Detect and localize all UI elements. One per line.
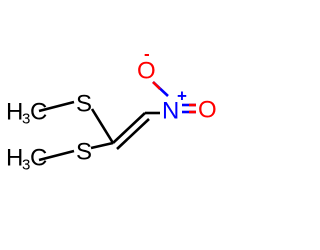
nitrogen-positive-charge: + [177, 87, 187, 106]
atom-h-top: H [6, 99, 23, 126]
bond-s-top-c1 [90, 108, 115, 144]
atom-oxygen-top: O [137, 58, 156, 85]
bond-ch3-s-top [38, 100, 75, 113]
molecule-canvas: H 3 C S H 3 C S N + O - O [6, 45, 217, 174]
atom-sulfur-bottom: S [76, 139, 92, 166]
bond-c1-c2-outer [112, 112, 146, 144]
bond-ch3-s-bottom [38, 149, 75, 162]
atom-sulfur-top: S [76, 91, 92, 118]
bond-n-o-top-red [152, 81, 161, 90]
subscript-3-top: 3 [22, 111, 30, 128]
atom-c-bottom: C [30, 145, 47, 172]
methyl-group-top: H 3 C [6, 99, 47, 128]
subscript-3-bottom: 3 [22, 157, 30, 174]
atom-c-top: C [30, 99, 47, 126]
atom-h-bottom: H [6, 145, 23, 172]
bond-s-bottom-c1 [90, 141, 114, 150]
methyl-group-bottom: H 3 C [6, 145, 47, 174]
bond-c1-c2-inner [116, 118, 150, 150]
atom-oxygen-right: O [198, 97, 217, 124]
structure-diagram: H 3 C S H 3 C S N + O - O [6, 45, 217, 174]
oxygen-negative-charge: - [144, 45, 150, 64]
atom-nitrogen: N [162, 98, 179, 125]
